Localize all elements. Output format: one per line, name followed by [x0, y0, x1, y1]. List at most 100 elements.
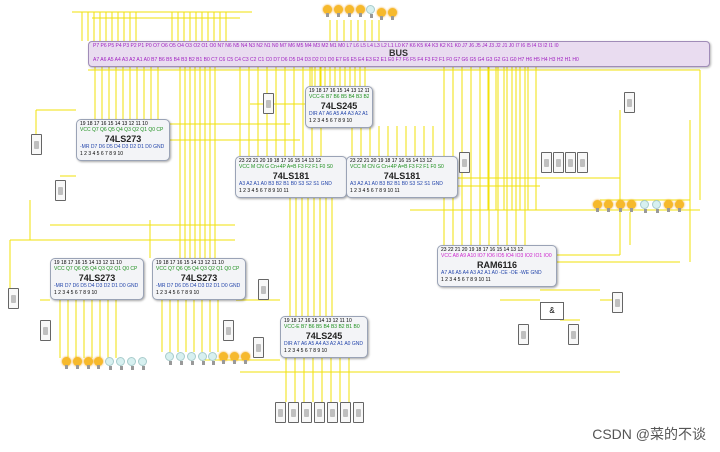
toggle-switch[interactable]: [314, 402, 325, 423]
toggle-switch[interactable]: [340, 402, 351, 423]
chip-74ls181-right[interactable]: 23 22 21 20 19 18 17 16 15 14 13 12 VCC …: [346, 156, 458, 198]
chip-name: 74LS273: [180, 273, 218, 283]
light-bulb-icon: [105, 357, 114, 370]
toggle-switch[interactable]: [577, 152, 588, 173]
toggle-switch[interactable]: [253, 337, 264, 358]
toggle-switch[interactable]: [263, 93, 274, 114]
light-bulb-icon: [377, 8, 386, 20]
toggle-switch[interactable]: [223, 320, 234, 341]
chip-name: RAM6116: [476, 260, 518, 270]
chip-74ls181-left[interactable]: 23 22 21 20 19 18 17 16 15 14 13 12 VCC …: [235, 156, 347, 198]
chip-top-pin-numbers: 19 18 17 16 15 14 13 12 11 10: [54, 260, 122, 266]
chip-bottom-pin-numbers: 1 2 3 4 5 6 7 8 9 10 11: [239, 188, 289, 194]
light-bulb-icon: [127, 357, 136, 370]
light-bulb-icon: [219, 352, 228, 364]
chip-bottom-pin-numbers: 1 2 3 4 5 6 7 8 9 10: [284, 348, 328, 354]
light-bulb-icon: [593, 200, 602, 212]
chip-name: 74LS245: [320, 101, 358, 111]
chip-bottom-signals: A7 A6 A5 A4 A3 A2 A1 A0 -CE -OE -WE GND: [441, 270, 542, 276]
chip-bottom-signals: DIR A7 A6 A5 A4 A3 A2 A1 A0 GND: [309, 111, 369, 117]
chip-top-signals: VCC Q7 Q6 Q5 Q4 Q3 Q2 Q1 Q0 CP: [80, 127, 164, 133]
chip-bottom-pin-numbers: 1 2 3 4 5 6 7 8 9 10 11: [441, 277, 491, 283]
chip-bottom-pin-numbers: 1 2 3 4 5 6 7 8 9 10: [156, 290, 200, 296]
chip-name: 74LS181: [383, 171, 421, 181]
watermark: CSDN @菜的不谈: [592, 426, 706, 442]
bus-bar: P7 P6 P5 P4 P3 P2 P1 P0 O7 O6 O5 O4 O3 O…: [88, 41, 710, 67]
light-bulb-icon: [73, 357, 82, 369]
toggle-switch[interactable]: [353, 402, 364, 423]
toggle-switch[interactable]: [8, 288, 19, 309]
chip-top-signals: VCC M CN G Cn+4P A=B F3 F2 F1 F0 S0: [239, 164, 333, 170]
chip-74ls273-top-left[interactable]: 19 18 17 16 15 14 13 12 11 10 VCC Q7 Q6 …: [76, 119, 170, 161]
chip-74ls273-bottom-middle[interactable]: 19 18 17 16 15 14 13 12 11 10 VCC Q7 Q6 …: [152, 258, 246, 300]
chip-bottom-signals: -MR D7 D6 D5 D4 D3 D2 D1 D0 GND: [80, 144, 165, 150]
light-bulb-icon: [208, 352, 217, 365]
toggle-switch[interactable]: [288, 402, 299, 423]
toggle-switch[interactable]: [301, 402, 312, 423]
light-bulb-icon: [230, 352, 239, 364]
light-bulb-icon: [334, 5, 343, 17]
chip-top-pin-numbers: 23 22 21 20 19 18 17 16 15 14 13 12: [441, 247, 524, 253]
chip-bottom-pin-numbers: 1 2 3 4 5 6 7 8 9 10: [309, 118, 353, 124]
chip-bottom-pin-numbers: 1 2 3 4 5 6 7 8 9 10: [80, 151, 124, 157]
chip-74ls273-bottom-left[interactable]: 19 18 17 16 15 14 13 12 11 10 VCC Q7 Q6 …: [50, 258, 144, 300]
light-bulb-icon: [366, 5, 375, 18]
toggle-switch[interactable]: [31, 134, 42, 155]
light-bulb-icon: [675, 200, 684, 212]
chip-74ls245-upper[interactable]: 19 18 17 16 15 14 13 12 11 10 VCC-E B7 B…: [305, 86, 373, 128]
light-bulb-icon: [345, 5, 354, 17]
bus-bottom-labels: A7 A6 A5 A4 A3 A2 A1 A0 B7 B6 B5 B4 B3 B…: [93, 57, 579, 63]
light-bulb-icon: [165, 352, 174, 365]
toggle-switch[interactable]: [518, 324, 529, 345]
chip-74ls245-lower[interactable]: 19 18 17 16 15 14 13 12 11 10 VCC-E B7 B…: [280, 316, 368, 358]
light-bulb-icon: [84, 357, 93, 369]
light-bulb-icon: [604, 200, 613, 212]
light-bulb-icon: [198, 352, 207, 365]
bus-top-labels: P7 P6 P5 P4 P3 P2 P1 P0 O7 O6 O5 O4 O3 O…: [93, 43, 559, 49]
chip-ram6116[interactable]: 23 22 21 20 19 18 17 16 15 14 13 12 VCC …: [437, 245, 557, 287]
chip-top-pin-numbers: 19 18 17 16 15 14 13 12 11 10: [309, 88, 369, 94]
light-bulb-icon: [616, 200, 625, 212]
chip-bottom-pin-numbers: 1 2 3 4 5 6 7 8 9 10: [54, 290, 98, 296]
chip-top-pin-numbers: 19 18 17 16 15 14 13 12 11 10: [156, 260, 224, 266]
toggle-switch[interactable]: [553, 152, 564, 173]
toggle-switch[interactable]: [327, 402, 338, 423]
light-bulb-icon: [323, 5, 332, 17]
chip-top-pin-numbers: 19 18 17 16 15 14 13 12 11 10: [80, 121, 148, 127]
chip-top-signals: VCC M CN G Cn+4P A=B F3 F2 F1 F0 S0: [350, 164, 444, 170]
chip-top-pin-numbers: 19 18 17 16 15 14 13 12 11 10: [284, 318, 352, 324]
and-gate: &: [540, 302, 564, 320]
light-bulb-icon: [640, 200, 649, 213]
chip-name: 74LS273: [78, 273, 116, 283]
light-bulb-icon: [62, 357, 71, 369]
toggle-switch[interactable]: [565, 152, 576, 173]
toggle-switch[interactable]: [459, 152, 470, 173]
toggle-switch[interactable]: [55, 180, 66, 201]
chip-top-signals: VCC Q7 Q6 Q5 Q4 Q3 Q2 Q1 Q0 CP: [54, 266, 138, 272]
chip-name: 74LS245: [305, 331, 343, 341]
toggle-switch[interactable]: [258, 279, 269, 300]
chip-top-signals: VCC-E B7 B6 B5 B4 B3 B2 B1 B0: [284, 324, 360, 330]
toggle-switch[interactable]: [568, 324, 579, 345]
chip-top-signals: VCC-E B7 B6 B5 B4 B3 B2 B1 B0: [309, 94, 369, 100]
toggle-switch[interactable]: [612, 292, 623, 313]
chip-bottom-signals: -MR D7 D6 D5 D4 D3 D2 D1 D0 GND: [156, 283, 241, 289]
toggle-switch[interactable]: [275, 402, 286, 423]
light-bulb-icon: [116, 357, 125, 370]
toggle-switch[interactable]: [624, 92, 635, 113]
chip-bottom-signals: A3 A2 A1 A0 B3 B2 B1 B0 S3 S2 S1 GND: [239, 181, 332, 187]
light-bulb-icon: [356, 5, 365, 17]
chip-top-signals: VCC A8 A9 A10 IO7 IO6 IO5 IO4 IO3 IO2 IO…: [441, 253, 552, 259]
bus-label: BUS: [389, 48, 409, 58]
chip-bottom-signals: A3 A2 A1 A0 B3 B2 B1 B0 S3 S2 S1 GND: [350, 181, 443, 187]
chip-name: 74LS181: [272, 171, 310, 181]
chip-top-pin-numbers: 23 22 21 20 19 18 17 16 15 14 13 12: [239, 158, 322, 164]
chip-bottom-signals: DIR A7 A6 A5 A4 A3 A2 A1 A0 GND: [284, 341, 363, 347]
toggle-switch[interactable]: [40, 320, 51, 341]
light-bulb-icon: [664, 200, 673, 212]
toggle-switch[interactable]: [541, 152, 552, 173]
light-bulb-icon: [187, 352, 196, 365]
chip-name: 74LS273: [104, 134, 142, 144]
light-bulb-icon: [627, 200, 636, 212]
